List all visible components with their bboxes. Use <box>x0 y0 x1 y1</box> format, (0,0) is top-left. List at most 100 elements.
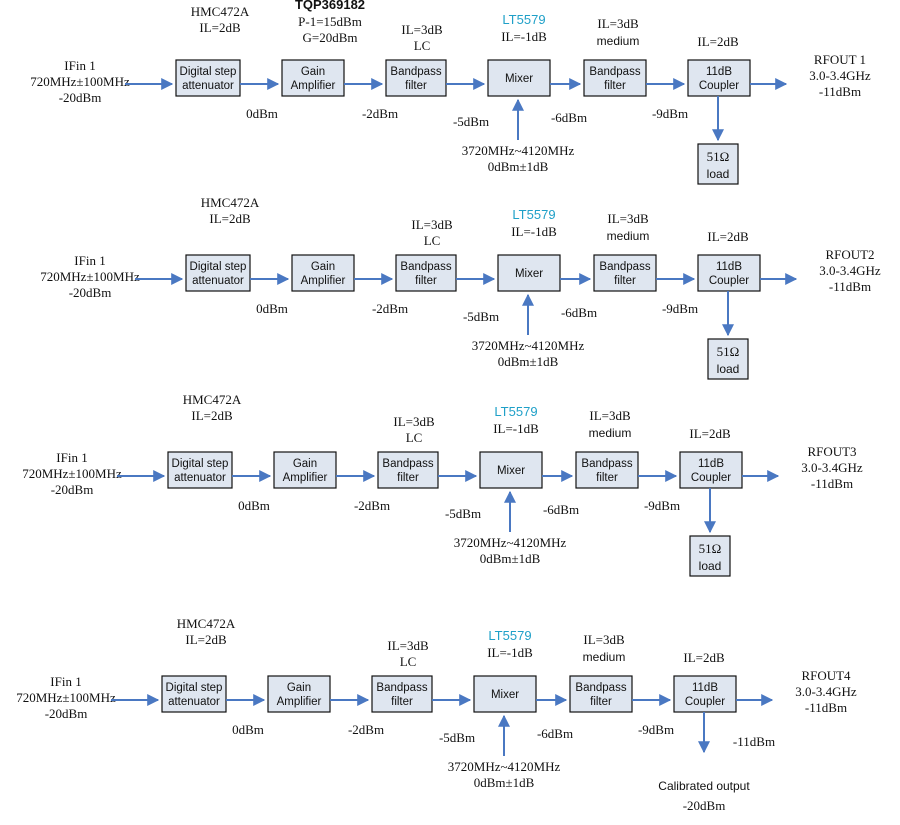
input-label-line-0: IFin 1 <box>64 58 95 73</box>
load-text: load <box>717 362 740 376</box>
coupler-block: 11dB Coupler <box>697 254 761 292</box>
coupler-il-label: IL=2dB <box>689 426 731 441</box>
coupler-block-text-line-0: 11dB <box>716 261 742 273</box>
input-label-line-2: -20dBm <box>69 285 112 300</box>
mixer-block: Mixer <box>473 675 537 713</box>
mixer-part-label: LT5579 <box>488 628 531 643</box>
attenuator-block-box <box>161 675 227 713</box>
coupler-il-label: IL=2dB <box>707 229 749 244</box>
bandpass-filter-2-block-text-line-1: filter <box>604 80 626 92</box>
bandpass-filter-2-block-box <box>575 451 639 489</box>
bandpass-filter-1-block-text-line-1: filter <box>405 80 427 92</box>
load-box <box>697 143 739 185</box>
load-text: load <box>707 167 730 181</box>
bandpass-filter-1-block-text-line-0: Bandpass <box>390 66 441 78</box>
attenuator-spec-line-0: HMC472A <box>177 616 236 631</box>
signal-level-0: 0dBm <box>232 722 264 737</box>
input-label-line-1: 720MHz±100MHz <box>22 466 122 481</box>
output-label-line-0: RFOUT2 <box>825 247 874 262</box>
signal-level-4: -9dBm <box>652 106 688 121</box>
signal-level-1: -2dBm <box>362 106 398 121</box>
bpf2-type-label: medium <box>589 426 632 440</box>
mixer-block: Mixer <box>497 254 561 292</box>
bpf2-type-label: medium <box>583 650 626 664</box>
load-block: 51Ω load <box>697 143 739 185</box>
attenuator-spec-line-1: IL=2dB <box>209 211 251 226</box>
bandpass-filter-1-block-box <box>377 451 439 489</box>
coupler-il-label: IL=2dB <box>683 650 725 665</box>
bandpass-filter-1-block-text-line-1: filter <box>391 696 413 708</box>
mixer-block-box <box>487 59 551 97</box>
lo-label-line-1: 0dBm±1dB <box>480 551 541 566</box>
amplifier-block-text-line-1: Amplifier <box>277 696 322 708</box>
amplifier-part-label: TQP369182 <box>295 0 365 12</box>
amplifier-p1-label: P-1=15dBm <box>298 14 362 29</box>
mixer-block-text-line-0: Mixer <box>491 689 519 701</box>
input-label-line-0: IFin 1 <box>74 253 105 268</box>
signal-level-3: -6dBm <box>561 305 597 320</box>
signal-level-2: -5dBm <box>445 506 481 521</box>
output-label-line-2: -11dBm <box>805 700 847 715</box>
bpf2-type-label: medium <box>607 229 650 243</box>
amplifier-block-box <box>281 59 345 97</box>
mixer-block-text-line-0: Mixer <box>505 73 533 85</box>
lo-label-line-0: 3720MHz~4120MHz <box>448 759 561 774</box>
mixer-block-text-line-0: Mixer <box>497 465 525 477</box>
input-label-line-0: IFin 1 <box>56 450 87 465</box>
bpf1-spec-line-1: LC <box>414 38 431 53</box>
bandpass-filter-2-block-text-line-1: filter <box>614 275 636 287</box>
lo-label-line-0: 3720MHz~4120MHz <box>462 143 575 158</box>
signal-level-2: -5dBm <box>453 114 489 129</box>
mixer-block: Mixer <box>479 451 543 489</box>
lo-label-line-0: 3720MHz~4120MHz <box>472 338 585 353</box>
mixer-part-label: LT5579 <box>502 12 545 27</box>
attenuator-block-text-line-1: attenuator <box>168 696 220 708</box>
attenuator-spec-line-0: HMC472A <box>201 195 260 210</box>
signal-level-1: -2dBm <box>348 722 384 737</box>
signal-level-0: 0dBm <box>246 106 278 121</box>
amplifier-block-box <box>291 254 355 292</box>
input-label-line-2: -20dBm <box>59 90 102 105</box>
load-block: 51Ω load <box>707 338 749 380</box>
bandpass-filter-1-block-box <box>395 254 457 292</box>
attenuator-block-text-line-0: Digital step <box>190 261 247 273</box>
load-resistance: 51Ω <box>717 344 740 359</box>
bandpass-filter-1-block-box <box>371 675 433 713</box>
mixer-part-label: LT5579 <box>512 207 555 222</box>
output-label-line-0: RFOUT3 <box>807 444 856 459</box>
input-label-line-2: -20dBm <box>45 706 88 721</box>
attenuator-spec-line-0: HMC472A <box>183 392 242 407</box>
input-label-line-1: 720MHz±100MHz <box>30 74 130 89</box>
load-text: load <box>699 559 722 573</box>
coupler-block-text-line-1: Coupler <box>709 275 749 287</box>
load-resistance: 51Ω <box>707 149 730 164</box>
calibrated-output-level: -20dBm <box>683 798 726 813</box>
bpf1-spec-line-1: LC <box>424 233 441 248</box>
attenuator-block-text-line-1: attenuator <box>182 80 234 92</box>
signal-level-3: -6dBm <box>537 726 573 741</box>
coupler-block-text-line-0: 11dB <box>706 66 732 78</box>
bpf1-spec-line-1: LC <box>400 654 417 669</box>
coupler-il-label: IL=2dB <box>697 34 739 49</box>
signal-level-4: -9dBm <box>662 301 698 316</box>
mixer-block-box <box>497 254 561 292</box>
bpf2-il-label: IL=3dB <box>597 16 639 31</box>
amplifier-block-text-line-1: Amplifier <box>283 472 328 484</box>
amplifier-block-text-line-1: Amplifier <box>291 80 336 92</box>
bpf1-spec-line-1: LC <box>406 430 423 445</box>
bandpass-filter-2-block-box <box>583 59 647 97</box>
